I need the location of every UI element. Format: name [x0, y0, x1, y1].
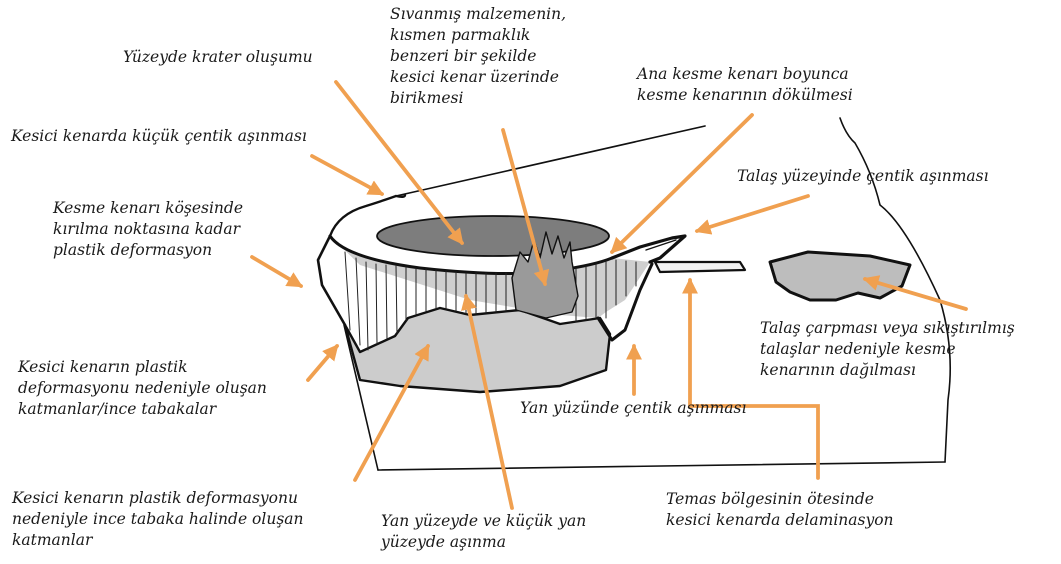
arrow-kucuk-centik — [312, 156, 382, 194]
arrow-kose-plastik — [252, 257, 301, 286]
label-plastik-katman: Kesici kenarın plastik deformasyonu nede… — [18, 357, 267, 420]
arrow-ana-kesme — [612, 115, 752, 252]
label-kucuk-centik: Kesici kenarda küçük çentik aşınması — [11, 126, 307, 147]
crater — [377, 216, 609, 256]
arrow-plastik-katman — [308, 346, 337, 380]
label-yan-asinma: Yan yüzeyde ve küçük yan yüzeyde aşınma — [381, 511, 586, 553]
label-yan-centik: Yan yüzünde çentik aşınması — [520, 398, 746, 419]
label-plastik-ince: Kesici kenarın plastik deformasyonu nede… — [12, 488, 304, 551]
arrow-talas-centik — [697, 196, 808, 231]
label-talas-centik: Talaş yüzeyinde çentik aşınması — [737, 166, 989, 187]
label-sivanmis: Sıvanmış malzemenin, kısmen parmaklık be… — [390, 4, 566, 109]
label-temas: Temas bölgesinin ötesinde kesici kenarda… — [666, 489, 894, 531]
body-bottom-edge — [378, 462, 945, 470]
rake-face-back-edge — [396, 126, 705, 196]
corner-edge — [318, 236, 345, 325]
chip-strip — [655, 262, 745, 272]
label-talas-carpma: Talaş çarpması veya sıkıştırılmış talaşl… — [760, 318, 1015, 381]
label-ana-kesme: Ana kesme kenarı boyunca kesme kenarının… — [637, 64, 853, 106]
chip-fragment — [770, 252, 910, 300]
label-kose-plastik: Kesme kenarı köşesinde kırılma noktasına… — [53, 198, 243, 261]
label-krater: Yüzeyde krater oluşumu — [123, 47, 313, 68]
